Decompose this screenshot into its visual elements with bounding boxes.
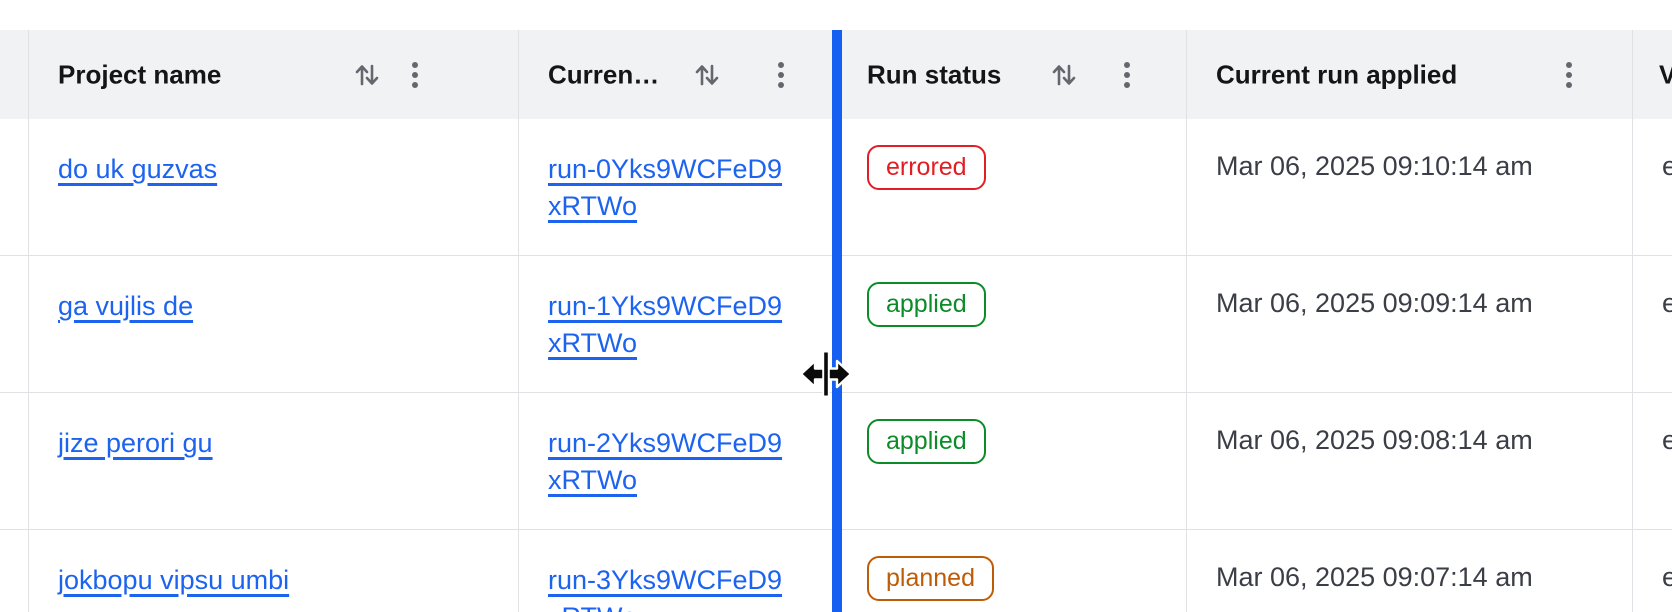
current-run-applied-cell: Mar 06, 2025 09:07:14 am (1186, 530, 1632, 612)
run-status-badge: errored (867, 145, 986, 190)
sort-arrows-icon[interactable] (353, 58, 381, 92)
project-link[interactable]: ga vujlis de (58, 291, 194, 321)
column-label: Current run applied (1216, 59, 1458, 89)
header-cell-current-run-applied: Current run applied (1186, 30, 1632, 119)
kebab-menu-icon[interactable] (1555, 58, 1583, 92)
clipped-cell-text: e (1662, 288, 1672, 318)
clipped-cell-text: e (1662, 562, 1672, 592)
run-status-cell: errored (837, 119, 1186, 255)
clipped-cell: e (1632, 393, 1672, 529)
project-name-cell: jokbopu vipsu umbi (28, 530, 518, 612)
column-resize-guide-line[interactable] (832, 30, 842, 612)
clipped-cell: e (1632, 256, 1672, 392)
current-run-cell: run-2Yks9WCFeD9xRTWo (518, 393, 837, 529)
applied-timestamp: Mar 06, 2025 09:10:14 am (1216, 151, 1533, 181)
current-run-applied-cell: Mar 06, 2025 09:10:14 am (1186, 119, 1632, 255)
run-status-badge: planned (867, 556, 994, 601)
select-cell (0, 256, 28, 392)
select-cell (0, 119, 28, 255)
select-cell (0, 530, 28, 612)
run-status-cell: applied (837, 256, 1186, 392)
column-label: Curren… (548, 59, 660, 89)
clipped-cell: e (1632, 119, 1672, 255)
run-status-cell: applied (837, 393, 1186, 529)
clipped-cell-text: e (1662, 425, 1672, 455)
project-link[interactable]: jize perori gu (58, 428, 213, 458)
kebab-menu-icon[interactable] (767, 58, 795, 92)
current-run-cell: run-0Yks9WCFeD9xRTWo (518, 119, 837, 255)
applied-timestamp: Mar 06, 2025 09:08:14 am (1216, 425, 1533, 455)
run-status-badge: applied (867, 282, 986, 327)
column-label: V (1659, 59, 1672, 89)
clipped-cell-text: e (1662, 151, 1672, 181)
header-cell-run-status: Run status (837, 30, 1186, 119)
run-status-badge: applied (867, 419, 986, 464)
sort-arrows-icon[interactable] (693, 58, 721, 92)
run-id-link[interactable]: run-2Yks9WCFeD9xRTWo (548, 428, 783, 495)
column-label: Project name (58, 59, 222, 89)
applied-timestamp: Mar 06, 2025 09:07:14 am (1216, 562, 1533, 592)
clipped-cell: e (1632, 530, 1672, 612)
kebab-menu-icon[interactable] (1113, 58, 1141, 92)
project-name-cell: do uk guzvas (28, 119, 518, 255)
project-name-cell: jize perori gu (28, 393, 518, 529)
current-run-applied-cell: Mar 06, 2025 09:08:14 am (1186, 393, 1632, 529)
current-run-cell: run-1Yks9WCFeD9xRTWo (518, 256, 837, 392)
run-status-cell: planned (837, 530, 1186, 612)
project-link[interactable]: jokbopu vipsu umbi (58, 565, 290, 595)
run-id-link[interactable]: run-1Yks9WCFeD9xRTWo (548, 291, 783, 358)
header-cell-clipped: V (1632, 30, 1672, 119)
run-id-link[interactable]: run-0Yks9WCFeD9xRTWo (548, 154, 783, 221)
current-run-cell: run-3Yks9WCFeD9xRTWo (518, 530, 837, 612)
applied-timestamp: Mar 06, 2025 09:09:14 am (1216, 288, 1533, 318)
sort-arrows-icon[interactable] (1050, 58, 1078, 92)
select-cell (0, 393, 28, 529)
col-resize-cursor (799, 350, 853, 398)
project-name-cell: ga vujlis de (28, 256, 518, 392)
column-label: Run status (867, 59, 1002, 89)
current-run-applied-cell: Mar 06, 2025 09:09:14 am (1186, 256, 1632, 392)
kebab-menu-icon[interactable] (401, 58, 429, 92)
header-cell-project-name: Project name (28, 30, 518, 119)
header-cell-current-run: Curren… (518, 30, 837, 119)
header-cell-select (0, 30, 28, 119)
run-id-link[interactable]: run-3Yks9WCFeD9xRTWo (548, 565, 783, 612)
project-link[interactable]: do uk guzvas (58, 154, 218, 184)
